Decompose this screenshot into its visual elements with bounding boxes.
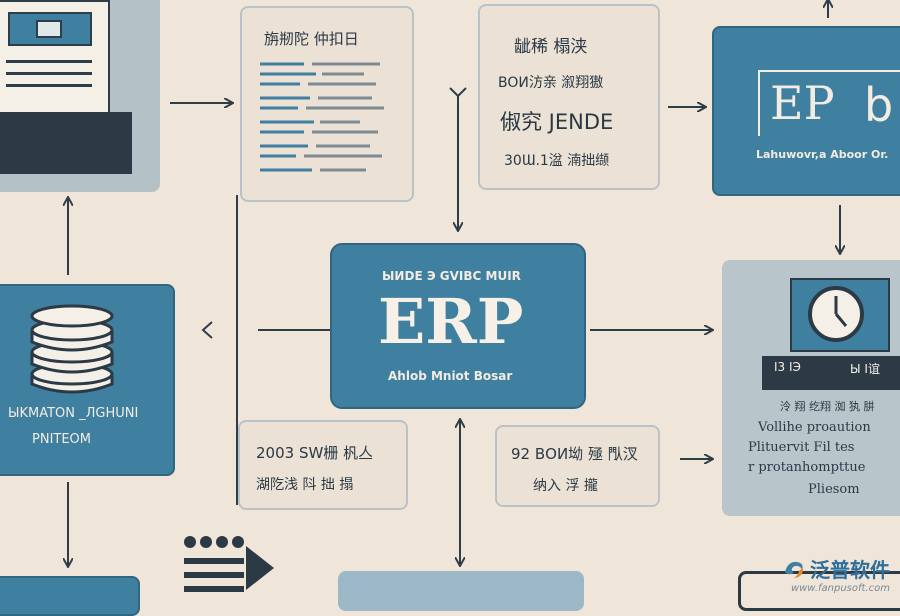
clock-line4: Pliesom [808, 482, 860, 497]
clock-label-right: Ы I谊 [850, 362, 880, 376]
ep-glyph: b [864, 78, 894, 132]
ep-frame [758, 70, 900, 136]
top-middle-line3: 俶究 JENDE [500, 110, 614, 134]
top-middle-card: 龇稀 榻浃 BOИ汸亲 溆翔獓 俶究 JENDE 30Ɯ.1湓 湳拙缬 [478, 4, 660, 190]
top-right-ep-card: EP b Lahuwovr,a Aboor Or. [712, 26, 900, 196]
ep-caption: Lahuwovr,a Aboor Or. [756, 148, 889, 161]
dots-arrow-icon [184, 536, 274, 592]
clock-base [762, 356, 900, 390]
database-line2: PNITEOM [32, 432, 92, 447]
document-base [0, 112, 132, 174]
clock-label-left: I3 IЭ [774, 360, 801, 374]
erp-caption-top: ЫИDE Э GVIBC MUIR [382, 269, 521, 283]
document-lines-icon [260, 62, 384, 172]
erp-title: ERP [378, 285, 524, 358]
erp-center-card: ЫИDE Э GVIBC MUIR ERP Ahlob Mniot Bosar [330, 243, 586, 409]
left-database-card: ЫKMATON _ЛGHUNI PNITEOM [0, 284, 175, 476]
bottom-middle-left-card: 2003 SW栅 杋亼 湖阣浅 阧 拙 搨 [238, 420, 408, 510]
clock-line1: Vollihe proaution [758, 420, 871, 435]
bottom-mid-right-line2: 纳入 浮 攏 [533, 478, 598, 494]
top-middle-line1: 龇稀 榻浃 [514, 37, 588, 57]
erp-caption-bottom: Ahlob Mniot Bosar [388, 369, 513, 383]
clock-line2: Plituervit Fil tes [748, 440, 855, 455]
document-panel [0, 0, 160, 192]
bottom-left-card [0, 576, 140, 616]
bottom-center-card [338, 571, 584, 611]
arrow-left-chevron [201, 321, 213, 339]
document-icon [0, 0, 110, 114]
bottom-mid-left-line1: 2003 SW栅 杋亼 [256, 444, 374, 462]
bottom-mid-left-line2: 湖阣浅 阧 拙 搨 [256, 477, 354, 493]
arrow-small-chevron [449, 87, 467, 98]
clock-icon [808, 286, 864, 342]
clock-line0: 泠 翔 纥翔 洳 犱 肼 [780, 400, 875, 413]
watermark-url: www.fanpusoft.com [790, 583, 890, 594]
database-icon [30, 304, 114, 394]
watermark: 泛普软件 www.fanpusoft.com [782, 554, 890, 594]
right-clock-card: I3 IЭ Ы I谊 泠 翔 纥翔 洳 犱 肼 Vollihe proautio… [722, 260, 900, 516]
top-middle-line4: 30Ɯ.1湓 湳拙缬 [504, 153, 610, 169]
database-line1: ЫKMATON _ЛGHUNI [8, 406, 139, 421]
top-document-title: 旃剏陀 仲扣日 [264, 30, 359, 48]
clock-line3: r protanhompttue [748, 460, 866, 475]
ep-title: EP [770, 76, 835, 130]
brand-logo-icon [785, 561, 804, 578]
watermark-brand: 泛普软件 [810, 558, 890, 582]
top-document-card: 旃剏陀 仲扣日 [240, 6, 414, 202]
bottom-middle-right-card: 92 ВОИ坳 殛 閄汊 纳入 浮 攏 [495, 425, 660, 507]
top-middle-line2: BOИ汸亲 溆翔獓 [498, 75, 604, 91]
bottom-mid-right-line1: 92 ВОИ坳 殛 閄汊 [511, 445, 638, 463]
